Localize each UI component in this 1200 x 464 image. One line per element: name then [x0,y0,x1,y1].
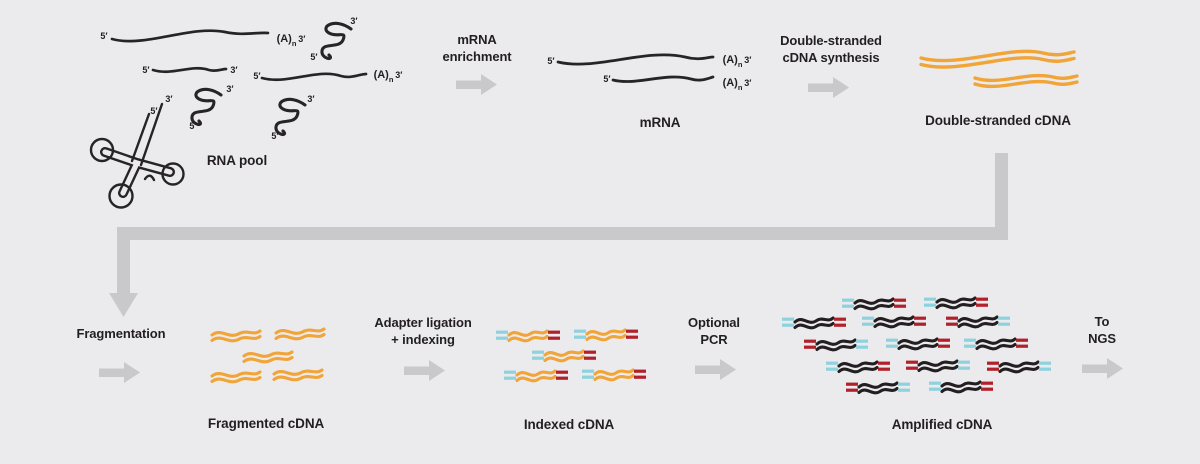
hairpin-rna-icon [190,87,223,127]
flow-arrow-icon [695,359,736,380]
mrna-strands-graphic [556,53,715,83]
amplified-cdna-fragment [804,338,868,352]
step-line: Fragmentation [76,326,166,341]
five-prime-label: 5′ [310,52,318,62]
step-fragmentation: Fragmentation [31,325,211,342]
step-line: To [1094,314,1110,329]
three-prime-label: 3′ [350,16,358,26]
amplified-cdna-fragment [886,337,950,351]
rna-strand [151,66,228,74]
step-line: mRNA [457,32,497,47]
three-prime-label: 3′ [230,65,238,75]
five-prime-label: 5′ [142,65,150,75]
step-line: Adapter ligation [374,315,472,330]
step-line: enrichment [442,49,512,64]
step-to-ngs: To NGS [1012,313,1192,347]
flow-arrow-icon [808,77,849,98]
connector-arrowhead-icon [109,293,138,317]
flow-arrow-icon [1082,358,1123,379]
flow-arrow-icon [99,362,140,383]
mrna-strand [611,75,715,83]
five-prime-label: 5′ [271,131,279,141]
amplified-cdna-fragment [782,316,846,330]
ds-cdna-strand-pair [919,49,1076,69]
step-line: cDNA synthesis [782,50,880,65]
five-prime-label: 5′ [100,31,108,41]
poly-a-tail-label: (A)n 3′ [722,53,752,70]
indexed-cdna-fragment [504,369,568,383]
three-prime-label: 3′ [226,84,234,94]
flow-arrow-icon [404,360,445,381]
label-rna-pool: RNA pool [206,153,268,168]
step-line: + indexing [391,332,455,347]
fragmented-cdna-fragment [274,327,326,341]
five-prime-label: 5′ [253,71,261,81]
step-line: Double-stranded [780,33,882,48]
amplified-cdna-fragment [826,360,890,374]
step-line: NGS [1088,331,1116,346]
indexed-cdna-fragment [496,329,560,343]
step-ds-cdna-synthesis: Double-stranded cDNA synthesis [741,32,921,66]
trna-icon [89,102,185,209]
step-line: Optional [688,315,740,330]
poly-a-tail-label: (A)n 3′ [722,76,752,93]
label-mrna: mRNA [639,115,681,130]
fragmented-cdna-fragment [210,329,262,343]
five-prime-label: 5′ [189,121,197,131]
mrna-strand [556,53,715,66]
poly-a-tail-label: (A)n 3′ [373,68,403,85]
step-adapter-ligation: Adapter ligation + indexing [333,314,513,348]
five-prime-label: 5′ [603,74,611,84]
amplified-cdna-fragment [862,315,926,329]
step-mrna-enrichment: mRNA enrichment [387,31,567,65]
indexed-cdna-fragment [574,328,638,342]
hairpin-rna-icon [274,97,307,137]
three-prime-label: 3′ [307,94,315,104]
label-indexed-cdna: Indexed cDNA [523,417,615,432]
ds-cdna-graphic [919,49,1079,89]
amplified-cdna-fragment [846,381,910,395]
three-prime-label: 3′ [165,94,173,104]
amplified-cdna-fragment [929,380,993,394]
ds-cdna-strand-pair [973,73,1079,89]
flow-arrow-icon [456,74,497,95]
label-amplified-cdna: Amplified cDNA [891,417,993,432]
fragmented-cdna-fragment [242,350,294,364]
rna-strand [260,72,368,82]
poly-a-tail-label: (A)n 3′ [276,32,306,49]
step-line: PCR [700,332,728,347]
fragmented-cdna-fragment [210,370,262,384]
five-prime-label: 5′ [150,106,158,116]
amplified-cdna-fragment [842,297,906,311]
amplified-cdna-fragment [987,360,1051,374]
fragmented-cdna-fragment [272,368,324,382]
indexed-cdna-fragment [582,368,646,382]
indexed-cdna-fragment [532,349,596,363]
five-prime-label: 5′ [547,56,555,66]
amplified-cdna-fragment [964,337,1028,351]
rna-pool-graphic [89,21,368,209]
step-optional-pcr: Optional PCR [624,314,804,348]
label-ds-cdna: Double-stranded cDNA [925,113,1071,128]
hairpin-rna-icon [320,21,353,61]
label-fragmented-cdna: Fragmented cDNA [207,416,325,431]
amplified-cdna-fragment [924,296,988,310]
amplified-cdna-fragment [906,359,970,373]
amplified-cdna-fragment [946,315,1010,329]
rna-strand [110,29,270,43]
